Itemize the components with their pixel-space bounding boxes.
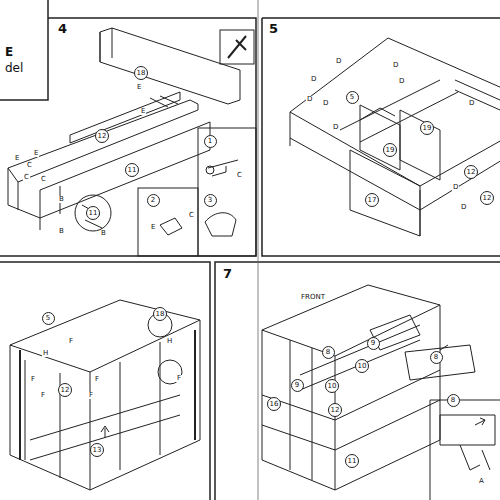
callout-circle: 11 bbox=[125, 163, 139, 177]
callout-number: 8 bbox=[434, 354, 438, 361]
callout-circle: 11 bbox=[86, 206, 100, 220]
part-letter: D bbox=[452, 184, 459, 191]
part-letter: C bbox=[40, 176, 47, 183]
callout-number: 16 bbox=[270, 401, 279, 408]
callout-circle: 9 bbox=[367, 337, 380, 350]
callout-number: 12 bbox=[483, 195, 492, 202]
part-letter: D bbox=[392, 62, 399, 69]
callout-number: 11 bbox=[128, 167, 137, 174]
callout-circle: 12 bbox=[58, 383, 72, 397]
callout-circle: 10 bbox=[325, 379, 339, 393]
part-letter: E bbox=[136, 84, 142, 91]
callout-circle: 8 bbox=[430, 351, 443, 364]
part-letter: D bbox=[468, 100, 475, 107]
callout-number: 10 bbox=[358, 363, 367, 370]
callout-circle: 3 bbox=[204, 194, 217, 207]
callout-circle: 13 bbox=[90, 443, 104, 457]
callout-circle: 16 bbox=[267, 397, 281, 411]
callout-number: 3 bbox=[208, 197, 212, 204]
callout-number: 1 bbox=[208, 138, 212, 145]
step-number: 4 bbox=[57, 22, 68, 35]
part-letter: A bbox=[478, 478, 485, 485]
part-letter: F bbox=[40, 392, 46, 399]
part-letter: H bbox=[166, 338, 173, 345]
callout-circle: 18 bbox=[134, 66, 148, 80]
step-number: 5 bbox=[268, 22, 279, 35]
callout-number: 9 bbox=[295, 382, 299, 389]
part-letter: C bbox=[26, 162, 33, 169]
part-letter: D bbox=[335, 58, 342, 65]
part-letter: E bbox=[14, 155, 20, 162]
callout-number: 10 bbox=[328, 383, 337, 390]
part-letter: F bbox=[94, 376, 100, 383]
callout-number: 8 bbox=[451, 397, 455, 404]
callout-circle: 18 bbox=[153, 307, 167, 321]
callout-circle: 11 bbox=[345, 454, 359, 468]
part-letter: F bbox=[30, 376, 36, 383]
callout-circle: 12 bbox=[464, 165, 478, 179]
callout-circle: 8 bbox=[447, 394, 460, 407]
callout-number: 13 bbox=[93, 447, 102, 454]
part-letter: E bbox=[33, 150, 39, 157]
callout-circle: 12 bbox=[480, 191, 494, 205]
callout-number: 12 bbox=[467, 169, 476, 176]
callout-circle: 10 bbox=[355, 359, 369, 373]
callout-number: 9 bbox=[371, 340, 375, 347]
part-letter: D bbox=[460, 204, 467, 211]
callout-circle: 19 bbox=[420, 121, 434, 135]
callout-circle: 17 bbox=[365, 193, 379, 207]
step-number: 7 bbox=[222, 267, 233, 280]
part-letter: D bbox=[322, 100, 329, 107]
part-letter: B bbox=[58, 196, 65, 203]
part-letter: B bbox=[100, 230, 107, 237]
part-letter: D bbox=[332, 124, 339, 131]
part-letter: FRONT bbox=[300, 294, 326, 301]
part-letter: F bbox=[88, 392, 94, 399]
step-number: del bbox=[4, 62, 24, 74]
part-letter: D bbox=[310, 76, 317, 83]
callout-number: 18 bbox=[137, 70, 146, 77]
callout-circle: 19 bbox=[383, 143, 397, 157]
part-letter: B bbox=[58, 228, 65, 235]
callout-number: 18 bbox=[156, 311, 165, 318]
callout-number: 2 bbox=[151, 197, 155, 204]
step-number: E bbox=[4, 46, 14, 58]
callout-circle: 5 bbox=[346, 91, 359, 104]
callout-circle: 5 bbox=[42, 312, 55, 325]
callout-circle: 2 bbox=[147, 194, 160, 207]
callout-number: 17 bbox=[368, 197, 377, 204]
callout-number: 19 bbox=[423, 125, 432, 132]
callout-number: 8 bbox=[326, 349, 330, 356]
callout-circle: 12 bbox=[328, 403, 342, 417]
callout-number: 19 bbox=[386, 147, 395, 154]
part-letter: D bbox=[306, 96, 313, 103]
part-letter: E bbox=[140, 108, 146, 115]
part-letter: C bbox=[188, 212, 195, 219]
callout-number: 12 bbox=[61, 387, 70, 394]
callout-circle: 8 bbox=[322, 346, 335, 359]
callout-number: 12 bbox=[331, 407, 340, 414]
callout-circle: 9 bbox=[291, 379, 304, 392]
part-letter: E bbox=[150, 224, 156, 231]
part-letter: C bbox=[23, 174, 30, 181]
callout-number: 5 bbox=[350, 94, 354, 101]
callout-circle: 12 bbox=[95, 129, 109, 143]
part-letter: F bbox=[68, 338, 74, 345]
callout-number: 11 bbox=[89, 210, 98, 217]
part-letter: F bbox=[176, 375, 182, 382]
callout-number: 11 bbox=[348, 458, 357, 465]
part-letter: C bbox=[236, 172, 243, 179]
callout-number: 5 bbox=[46, 315, 50, 322]
part-letter: D bbox=[398, 78, 405, 85]
callout-circle: 1 bbox=[204, 135, 217, 148]
callout-number: 12 bbox=[98, 133, 107, 140]
part-letter: H bbox=[42, 350, 49, 357]
